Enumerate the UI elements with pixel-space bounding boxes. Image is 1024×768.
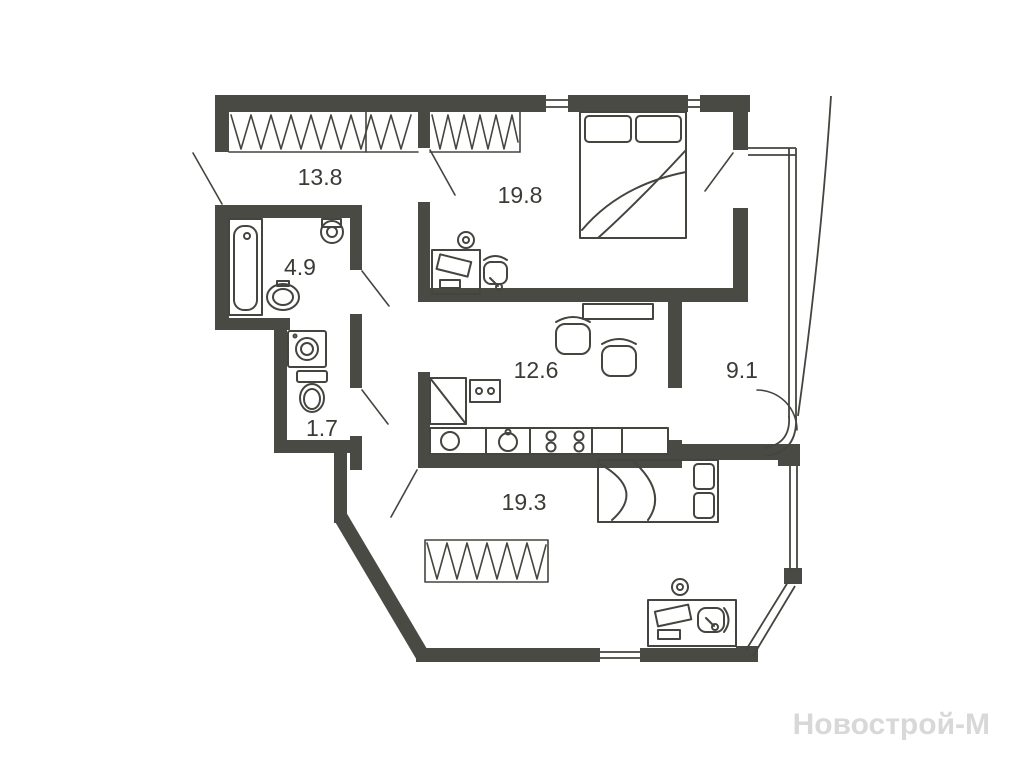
balcony-glazing-top [748, 147, 796, 156]
toilet [296, 370, 328, 413]
room-area-label-hallway: 13.8 [298, 164, 343, 190]
living-room-desk-chair [697, 607, 730, 633]
watermark: Новострой-М [793, 708, 990, 741]
balcony-glazing-right [788, 148, 797, 418]
bedroom-double-bed [579, 111, 687, 239]
top-wall-window-1 [546, 95, 568, 112]
bedroom-desk-lamp [489, 277, 503, 291]
bedroom-desk [431, 249, 481, 295]
dining-table [582, 303, 654, 320]
walls [215, 95, 802, 662]
bedroom-balcony-door-swing [704, 152, 734, 192]
bathroom-sink [266, 280, 300, 311]
dining-chair-2 [601, 338, 637, 377]
living-room-wardrobe [424, 539, 549, 583]
building-exterior-line [797, 95, 832, 417]
kitchen-counter [429, 427, 669, 455]
bedroom-door-swing [429, 149, 456, 196]
top-wall-window-2 [688, 95, 700, 112]
living-room-bed [597, 459, 719, 523]
living-room-plant [671, 578, 689, 596]
water-heater [320, 218, 344, 244]
room-area-label-bathroom: 4.9 [284, 254, 316, 280]
bathtub [228, 218, 263, 316]
room-area-label-balcony: 9.1 [726, 357, 758, 383]
living-room-bottom-window [600, 648, 640, 662]
room-labels: 13.8 19.8 4.9 12.6 9.1 1.7 19.3 [284, 164, 758, 515]
room-area-label-bedroom: 19.8 [498, 182, 543, 208]
bedroom-desk-chair [483, 255, 508, 285]
windows [546, 95, 832, 662]
living-room-desk-lamp [705, 617, 719, 631]
stove [545, 430, 585, 453]
dining-chair-1 [555, 316, 591, 355]
bedroom-closet [429, 111, 521, 153]
bathroom-door-swing [361, 270, 390, 307]
bedroom-plant [457, 231, 475, 249]
bay-window-diagonal [745, 581, 796, 657]
door-swings [192, 149, 798, 518]
kitchen-cabinet [469, 379, 501, 403]
washing-machine [287, 330, 327, 368]
bay-window-right [789, 466, 798, 570]
room-area-label-kitchen: 12.6 [514, 357, 559, 383]
wc-door-swing [361, 389, 389, 425]
balcony-door-arc [756, 389, 798, 431]
fridge [429, 377, 467, 425]
living-room-desk [647, 599, 737, 647]
hallway-closet [228, 111, 419, 153]
room-area-label-living-room: 19.3 [502, 489, 547, 515]
room-area-label-wc: 1.7 [306, 415, 338, 441]
entrance-door-swing [192, 152, 223, 205]
kitchen-sink [498, 428, 518, 452]
living-room-door-swing [390, 469, 418, 518]
